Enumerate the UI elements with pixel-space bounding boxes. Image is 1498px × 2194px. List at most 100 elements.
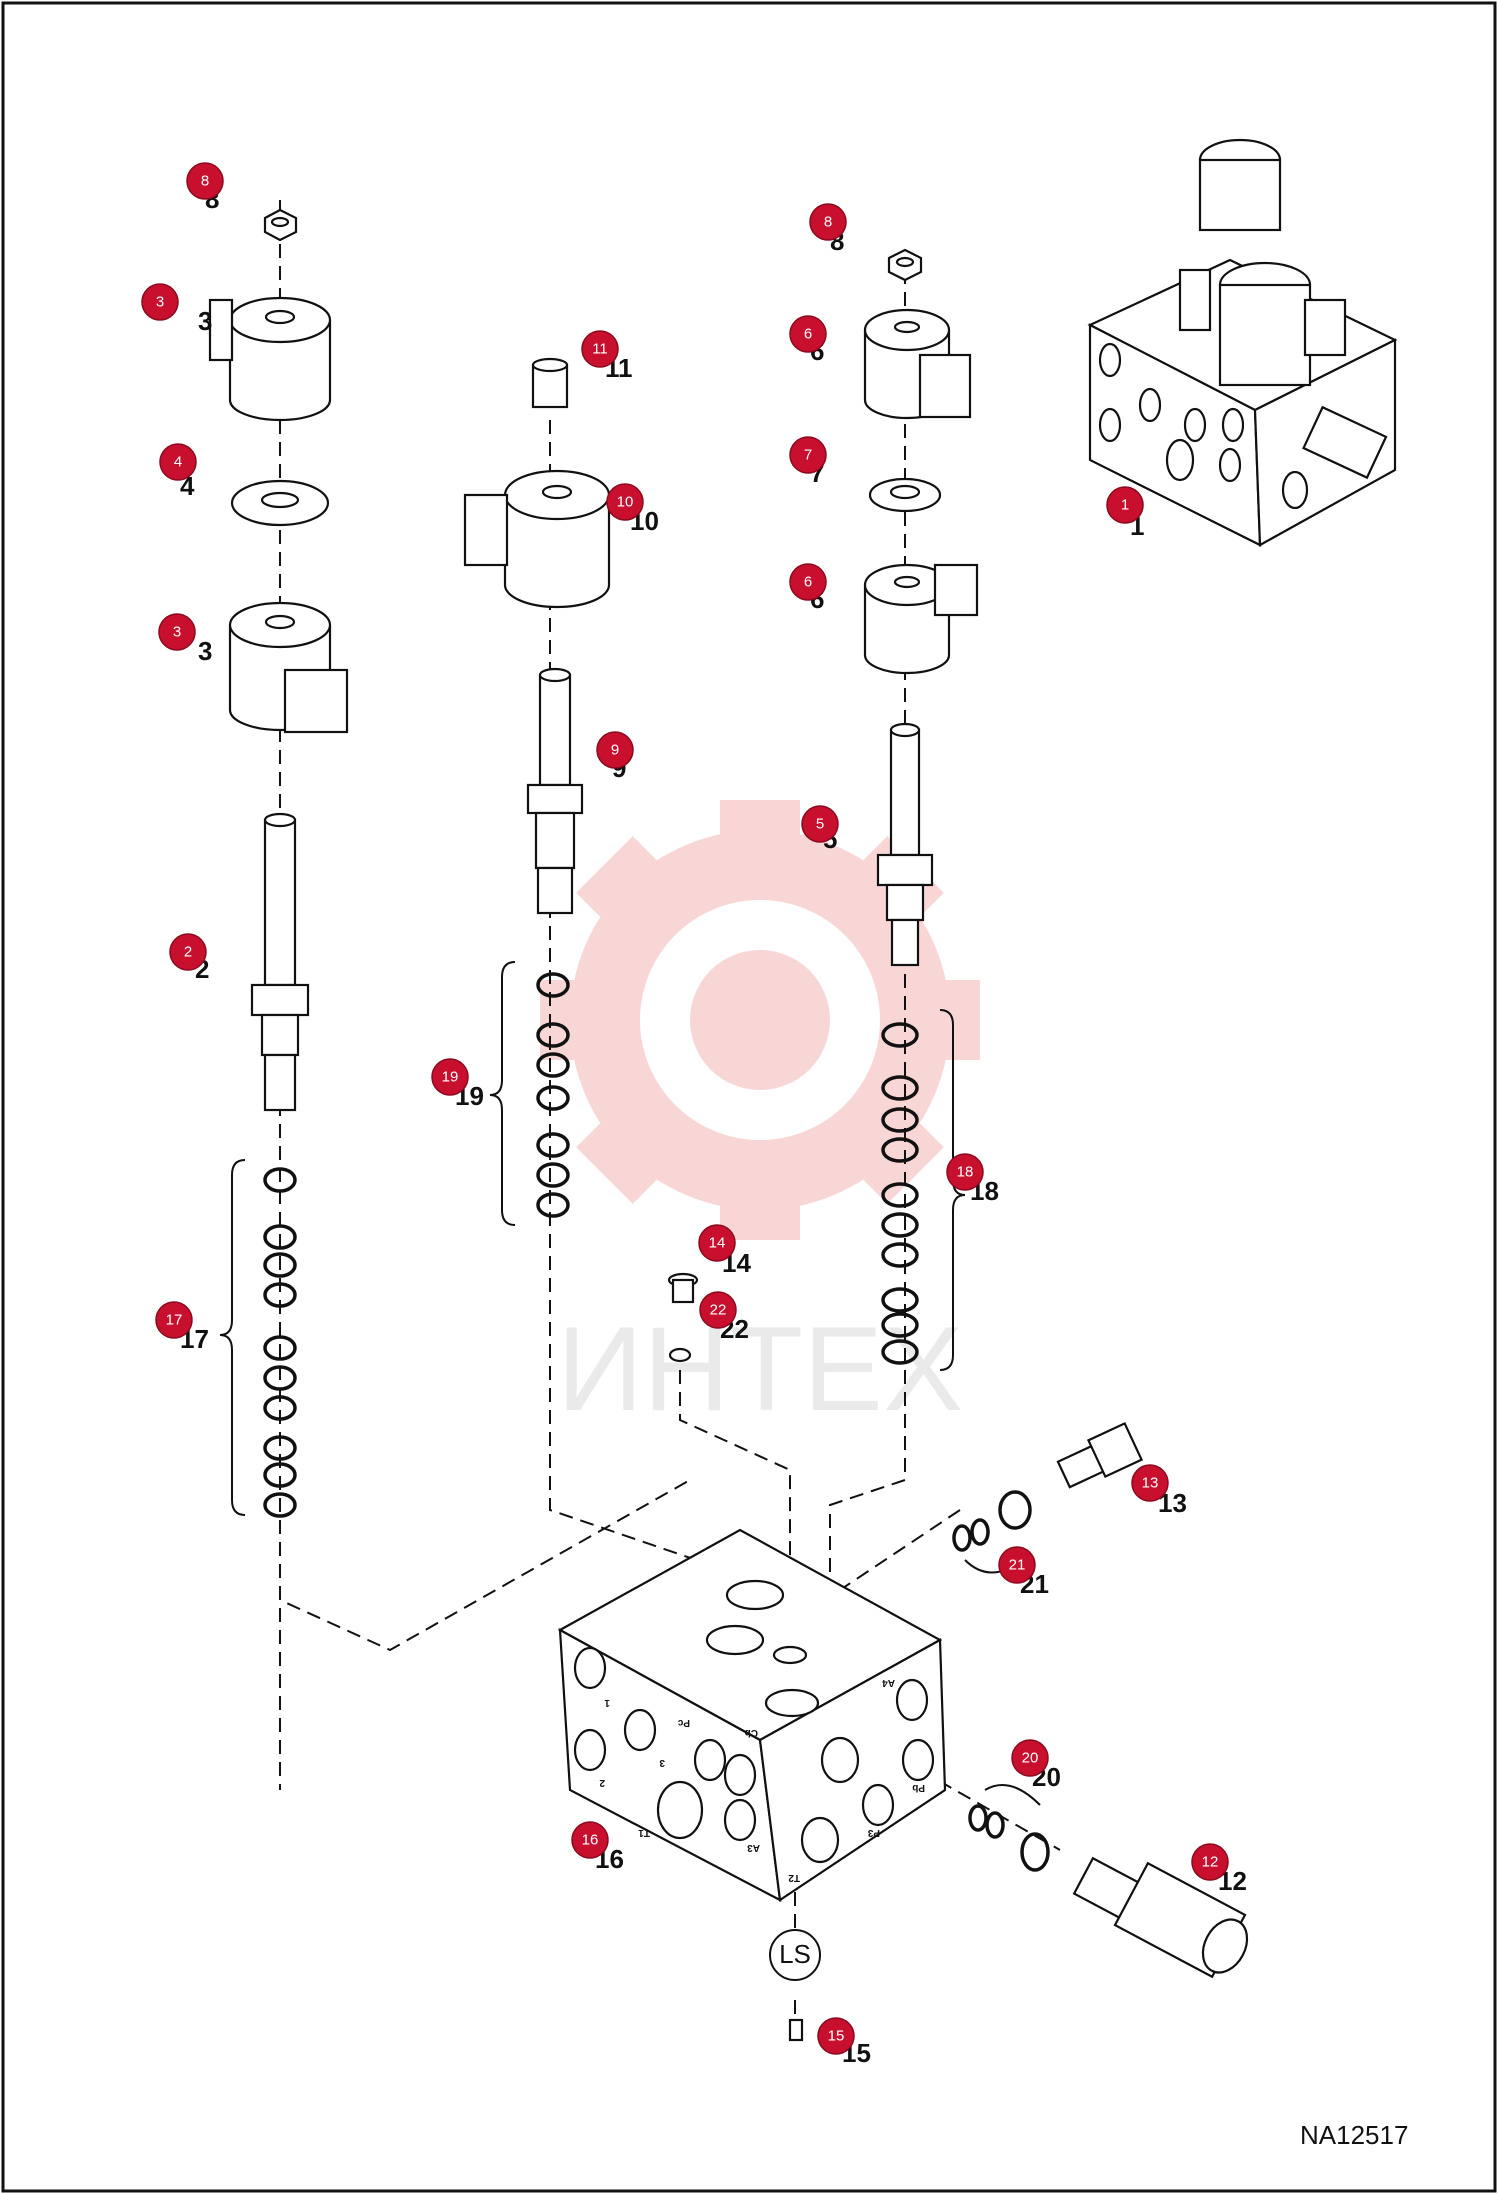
callout-badge-number: 2 <box>184 944 192 961</box>
callout-label: 3 <box>198 636 212 666</box>
o-ring-stack-17 <box>219 1159 297 1518</box>
cartridge-valve-left <box>250 812 310 1112</box>
callout-badge-number: 18 <box>957 1164 974 1181</box>
callout-badge-number: 9 <box>611 742 619 759</box>
callout-badge <box>606 483 644 521</box>
callout-badge <box>159 443 197 481</box>
callout-7: 77 <box>789 436 827 488</box>
washer-right <box>868 477 942 513</box>
ls-label: LS <box>779 1939 811 1969</box>
callout-badge <box>1191 1843 1229 1881</box>
plug-14 <box>667 1272 699 1304</box>
port-label: T2 <box>788 1872 800 1883</box>
port-label: 1 <box>604 1697 610 1708</box>
o-ring-22 <box>668 1347 692 1363</box>
callout-badge-number: 6 <box>804 574 812 591</box>
callout-badge <box>789 315 827 353</box>
callout-badge <box>169 933 207 971</box>
port-label: P3 <box>867 1827 880 1838</box>
callout-badge <box>1011 1739 1049 1777</box>
drawing-id: NA12517 <box>1300 2120 1409 2150</box>
ls-port-marker: LS <box>769 1929 821 1981</box>
watermark-text: ИНТЕХ <box>557 1302 963 1436</box>
callout-label: 3 <box>198 306 212 336</box>
port-label: T1 <box>638 1827 650 1838</box>
callout-badge <box>571 1821 609 1859</box>
callout-badge-number: 22 <box>710 1302 727 1319</box>
callout-badge <box>1106 486 1144 524</box>
callout-badge <box>158 613 196 651</box>
port-label: A4 <box>882 1677 895 1688</box>
fitting-cap-middle <box>531 357 569 409</box>
port-label: Cb <box>745 1727 758 1738</box>
callout-5: 55 <box>801 805 839 854</box>
callout-badge <box>817 2017 855 2055</box>
nut-right <box>887 248 923 282</box>
callout-badge-number: 6 <box>804 326 812 343</box>
callout-badge <box>186 162 224 200</box>
callout-badge-number: 16 <box>582 1832 599 1849</box>
callout-3: 33 <box>158 613 212 666</box>
callout-badge <box>699 1291 737 1329</box>
callout-badge-number: 20 <box>1022 1750 1039 1767</box>
callout-badge <box>998 1546 1036 1584</box>
callout-9: 99 <box>596 731 634 783</box>
nut-left <box>263 208 298 242</box>
callout-6: 66 <box>789 563 827 614</box>
callout-4: 44 <box>159 443 197 501</box>
o-ring-stack-19 <box>489 961 570 1226</box>
callout-1: 11 <box>1106 486 1144 541</box>
port-label: 2 <box>599 1777 605 1788</box>
callout-badge <box>431 1058 469 1096</box>
solenoid-coil-bottom-left <box>228 601 349 734</box>
callout-badge-number: 12 <box>1202 1854 1219 1871</box>
solenoid-coil-top-left <box>208 296 332 422</box>
callout-badge-number: 3 <box>156 294 164 311</box>
callout-badge <box>789 436 827 474</box>
callout-badge-number: 17 <box>166 1312 183 1329</box>
callout-badge-number: 21 <box>1009 1557 1026 1574</box>
callout-8: 88 <box>186 162 224 214</box>
callout-badge <box>155 1301 193 1339</box>
callout-badge-number: 8 <box>824 214 832 231</box>
callout-badge <box>789 563 827 601</box>
relief-cartridge-12 <box>1072 1856 1249 1979</box>
callout-badge-number: 19 <box>442 1069 459 1086</box>
callout-badge <box>801 805 839 843</box>
plug-15 <box>788 2018 804 2042</box>
port-label: A3 <box>747 1842 760 1853</box>
cartridge-valve-middle <box>526 667 584 915</box>
callout-badge-number: 1 <box>1121 497 1129 514</box>
callout-badge <box>1131 1464 1169 1502</box>
assembled-valve-1 <box>1087 138 1398 547</box>
callout-badge <box>141 283 179 321</box>
callout-badge <box>946 1153 984 1191</box>
solenoid-coil-bottom-right <box>863 563 979 675</box>
callout-2: 22 <box>169 933 209 984</box>
callout-badge-number: 11 <box>592 341 608 358</box>
washer-left <box>230 479 330 527</box>
callout-badge-number: 15 <box>828 2028 845 2045</box>
solenoid-coil-top-right <box>863 308 972 420</box>
callout-badge-number: 14 <box>709 1235 726 1252</box>
cartridge-valve-right <box>876 722 934 967</box>
fitting-13 <box>1056 1421 1144 1489</box>
port-label: Pb <box>912 1782 925 1793</box>
port-label: Pc <box>677 1717 690 1728</box>
